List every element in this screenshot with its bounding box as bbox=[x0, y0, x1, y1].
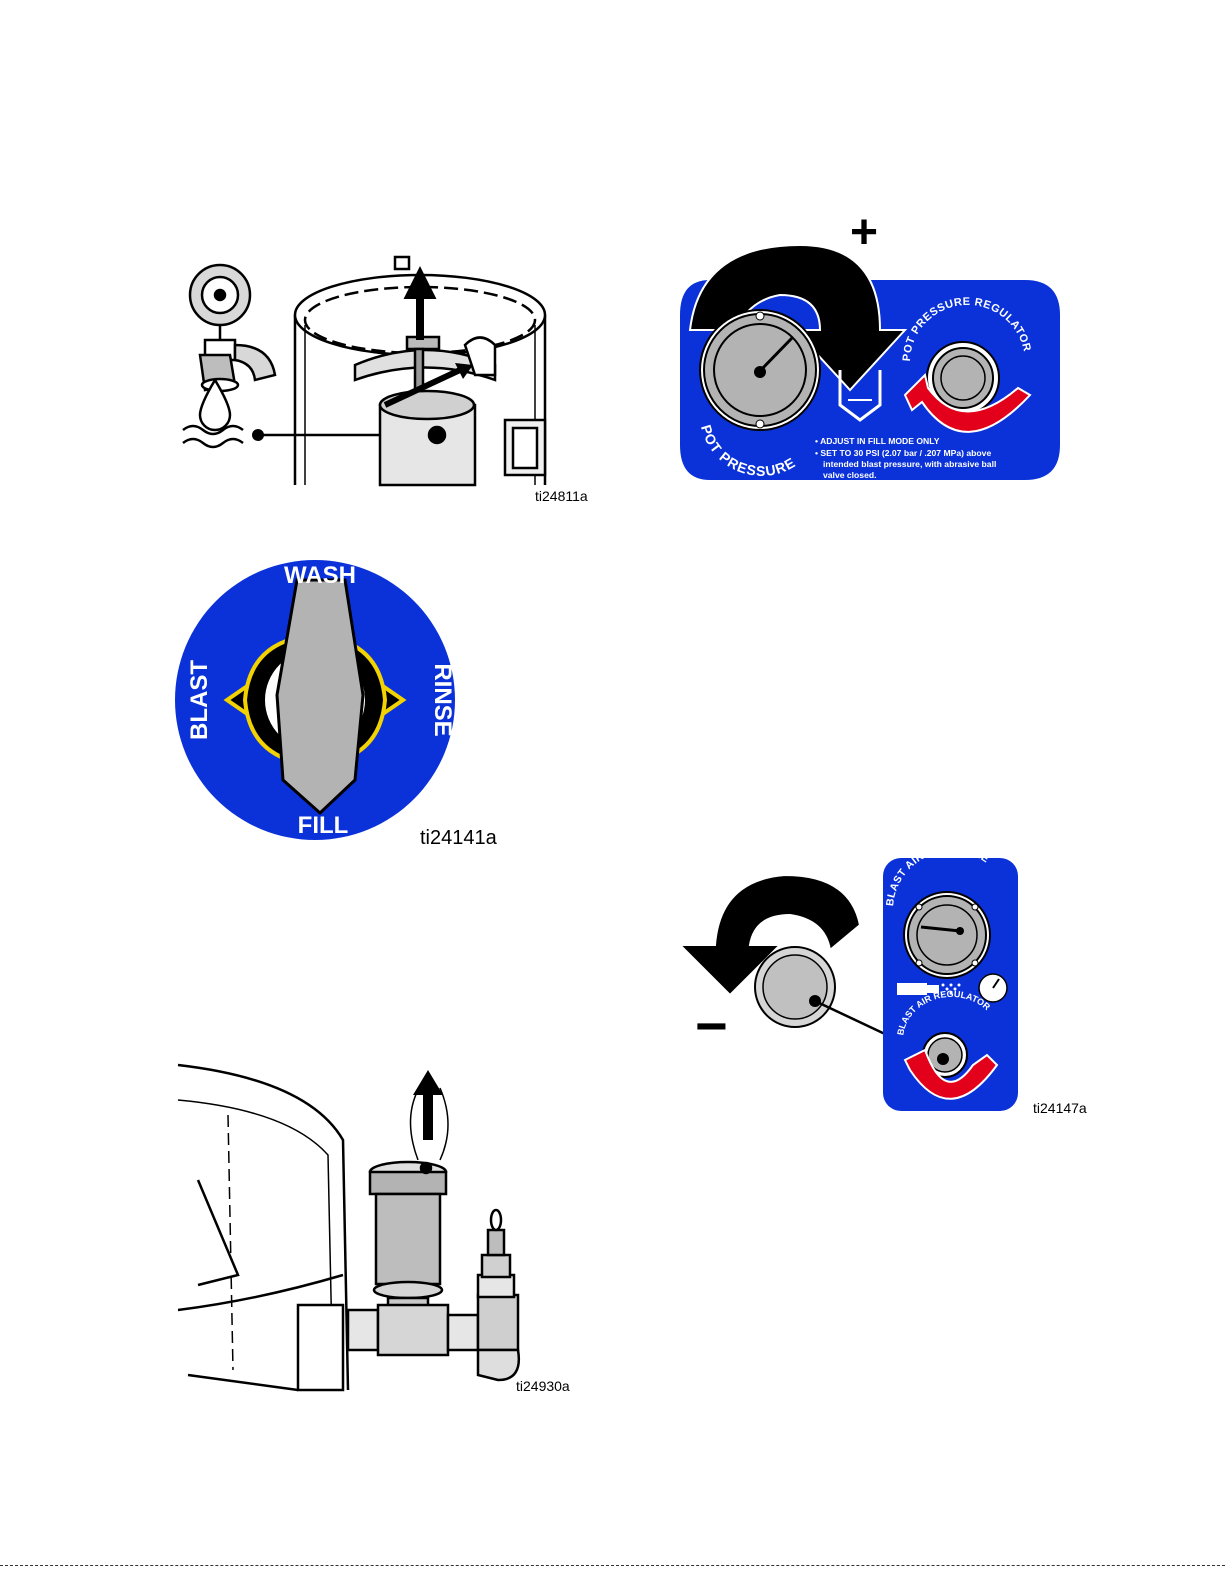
figure-id-label: ti24141a bbox=[420, 827, 497, 850]
mode-selector-knob[interactable] bbox=[277, 580, 363, 813]
regulator-knob-icon bbox=[755, 947, 835, 1027]
figure-mode-dial: WASH FILL BLAST RINSE ti24141a bbox=[165, 555, 475, 855]
figure-pot-pressure: POT PRESSURE POT PRESSURE REGULATOR • AD… bbox=[680, 220, 1070, 485]
figure-vent-filter: ti24930a bbox=[178, 1060, 568, 1390]
mode-label-rinse: RINSE bbox=[429, 663, 456, 736]
blast-air-pressure-gauge-icon bbox=[904, 892, 990, 978]
note-adjust-fill-mode: • ADJUST IN FILL MODE ONLY bbox=[815, 436, 940, 446]
plus-sign: + bbox=[850, 205, 878, 260]
exhaust-arrow-icon bbox=[413, 1070, 443, 1140]
figure-id-label: ti24811a bbox=[535, 488, 588, 504]
pot-pressure-gauge-icon bbox=[700, 310, 820, 430]
note-set-pressure: • SET TO 30 PSI (2.07 bar / .207 MPa) ab… bbox=[815, 448, 991, 458]
page-bottom-rule bbox=[0, 1565, 1225, 1566]
figure-id-label: ti24930a bbox=[516, 1378, 570, 1394]
faucet-icon bbox=[190, 265, 275, 391]
filter-canister bbox=[370, 1162, 446, 1310]
mode-label-fill: FILL bbox=[298, 812, 349, 839]
mode-label-wash: WASH bbox=[284, 562, 356, 589]
figure-id-label: ti24147a bbox=[1033, 1100, 1087, 1116]
mode-label-blast: BLAST bbox=[186, 660, 213, 740]
note-set-pressure-end: valve closed. bbox=[823, 470, 877, 480]
minus-sign: − bbox=[695, 993, 728, 1058]
figure-water-fill: ti24811a bbox=[175, 245, 595, 495]
figure-blast-air: BLAST AIR PRESSURE BLAST AIR RE bbox=[675, 855, 1075, 1125]
note-set-pressure-cont: intended blast pressure, with abrasive b… bbox=[823, 459, 996, 469]
